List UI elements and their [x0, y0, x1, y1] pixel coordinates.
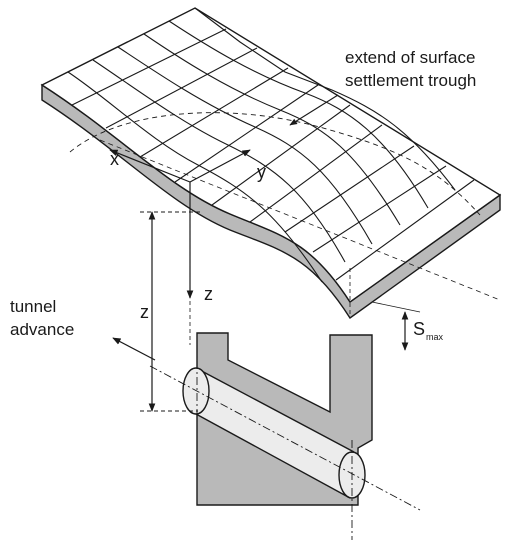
extent-label-line1: extend of surface	[345, 48, 475, 67]
smax-label: S	[413, 319, 425, 339]
smax-leader-top	[371, 301, 421, 313]
tunnel-edge-top	[195, 367, 355, 453]
extent-leader	[289, 94, 339, 126]
y-axis-label: y	[257, 162, 266, 182]
tunnel-edge-bottom	[195, 413, 351, 499]
extent-label-line2: settlement trough	[345, 71, 476, 90]
tunnel-advance-label-line1: tunnel	[10, 297, 56, 316]
depth-label: z	[140, 302, 149, 322]
y-axis-arrow	[189, 149, 251, 183]
smax-subscript: max	[426, 332, 444, 342]
trough-extent-outline	[69, 112, 481, 216]
x-axis-label: x	[110, 149, 119, 169]
tunnel-advance-label-line2: advance	[10, 320, 74, 339]
surface-grid	[67, 7, 475, 283]
z-axis-label: z	[204, 284, 213, 304]
tunnel-advance-arrow	[112, 337, 156, 361]
ground-surface	[40, 7, 502, 303]
tunnel-axis	[149, 365, 421, 511]
tunnel-body	[196, 368, 354, 498]
x-axis-arrow	[109, 149, 191, 183]
